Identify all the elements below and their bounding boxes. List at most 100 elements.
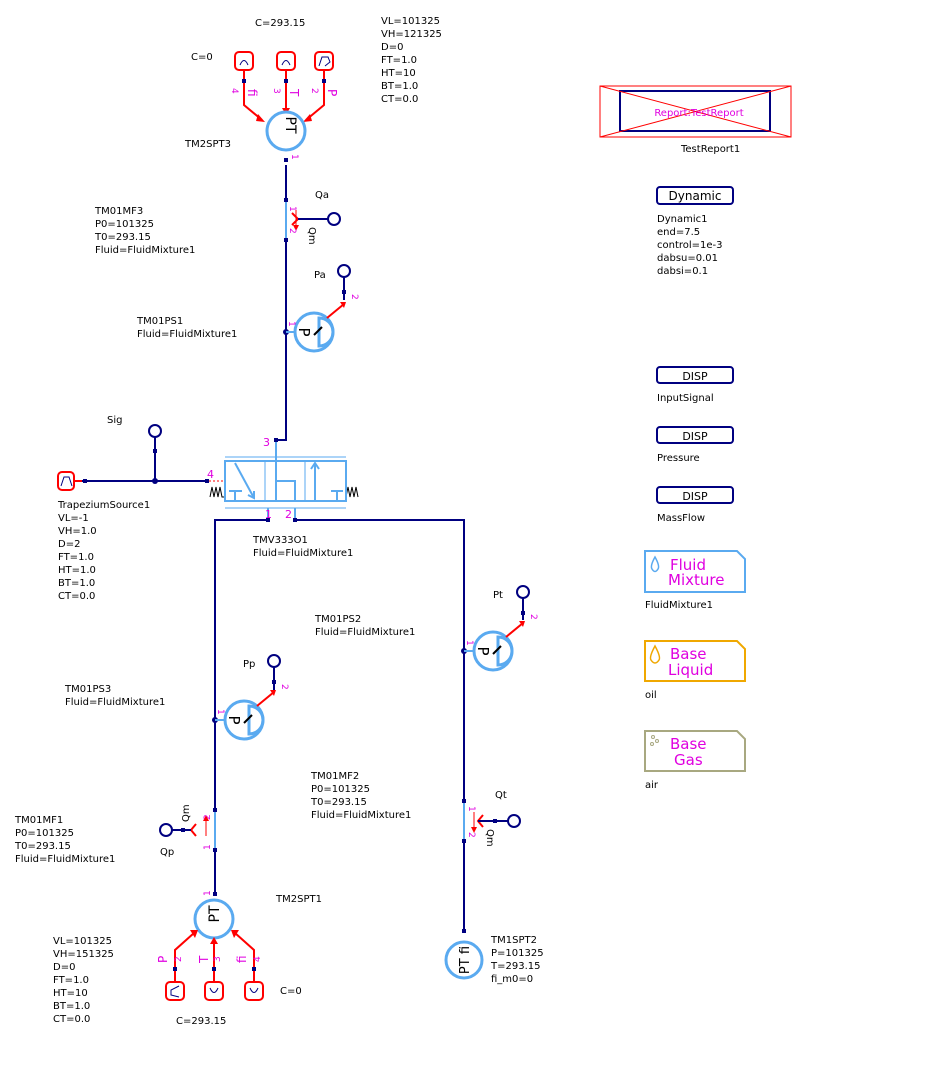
wire-valve2-down [295,519,465,930]
svg-text:TestReport1: TestReport1 [680,144,740,155]
qa-probe-icon [327,212,341,226]
svg-text:VH=121325: VH=121325 [381,29,442,40]
pa-probe-icon [337,264,351,278]
droplet-icon [650,555,660,573]
svg-text:2: 2 [309,88,319,94]
svg-text:D=0: D=0 [53,962,75,973]
display-inputsignal[interactable]: DISP InputSignal [656,366,734,404]
svg-text:C=0: C=0 [280,986,302,997]
svg-text:Fluid=FluidMixture1: Fluid=FluidMixture1 [253,548,353,559]
svg-text:dabsu=0.01: dabsu=0.01 [657,253,718,264]
trapezium-source-1[interactable]: Sig TrapeziumSource1 VL=-1 VH=1.0 D=2 FT… [57,415,162,602]
fluid-mixture-block[interactable]: Fluid Mixture FluidMixture1 [644,550,746,611]
svg-text:Gas: Gas [674,751,703,769]
svg-text:TM01PS1: TM01PS1 [136,316,183,327]
svg-text:TM01PS2: TM01PS2 [314,614,361,625]
pressure-sensor-ps1[interactable]: TM01PS1 Fluid=FluidMixture1 P Pa 2 1 [136,264,359,353]
trapezium-icon[interactable] [165,981,185,1001]
svg-text:1: 1 [203,890,213,896]
svg-text:4: 4 [229,88,239,94]
svg-text:Mixture: Mixture [668,571,724,589]
bottom-pt-sensor-group[interactable]: 1 PT TM2SPT1 2 3 4 P T fi C=0 C=293.15 [53,890,322,1027]
svg-text:VL=101325: VL=101325 [381,16,440,27]
svg-text:air: air [645,780,659,791]
wire-valve1-down [214,519,268,835]
svg-text:FT=1.0: FT=1.0 [381,55,417,66]
svg-text:VL=101325: VL=101325 [53,936,112,947]
pressure-sensor-ps3[interactable]: TM01PS3 Fluid=FluidMixture1 P Pp 2 1 [64,654,289,741]
svg-text:3: 3 [271,88,281,94]
tank-tm1spt2[interactable]: PT fi TM1SPT2 P=101325 T=293.15 fi_m0=0 [444,929,544,985]
svg-text:2: 2 [203,814,213,820]
svg-text:Fluid=FluidMixture1: Fluid=FluidMixture1 [15,854,115,865]
svg-text:Qp: Qp [160,847,174,858]
svg-text:1: 1 [287,206,297,212]
dynamic-block[interactable]: Dynamic Dynamic1 end=7.5 control=1e-3 da… [656,186,734,277]
display-massflow[interactable]: DISP MassFlow [656,486,734,524]
svg-text:P0=101325: P0=101325 [15,828,74,839]
svg-text:T: T [287,88,301,97]
svg-text:FT=1.0: FT=1.0 [53,975,89,986]
svg-text:control=1e-3: control=1e-3 [657,240,723,251]
svg-text:P0=101325: P0=101325 [95,219,154,230]
base-liquid-block[interactable]: Base Liquid oil [644,640,746,701]
svg-text:D=2: D=2 [58,539,80,550]
svg-text:Dynamic: Dynamic [669,189,722,203]
svg-text:2: 2 [349,294,359,300]
svg-text:CT=0.0: CT=0.0 [381,94,418,105]
mass-flow-sensor-mf2[interactable]: TM01MF2 P0=101325 T0=293.15 Fluid=FluidM… [310,771,521,847]
svg-text:TM01MF2: TM01MF2 [310,771,359,782]
svg-text:Pa: Pa [314,270,326,281]
svg-text:HT=10: HT=10 [381,68,416,79]
svg-text:T0=293.15: T0=293.15 [94,232,151,243]
svg-text:2: 2 [174,956,184,962]
pressure-sensor-ps2[interactable]: TM01PS2 Fluid=FluidMixture1 P Pt 2 1 [314,585,538,672]
base-gas-block[interactable]: Base Gas air [644,730,746,791]
svg-text:3: 3 [263,436,270,449]
constant-icon[interactable] [234,51,254,71]
svg-text:dabsi=0.1: dabsi=0.1 [657,266,708,277]
svg-text:TM01MF3: TM01MF3 [94,206,143,217]
droplet-icon [649,644,661,664]
svg-text:Qm: Qm [484,829,495,847]
display-pressure[interactable]: DISP Pressure [656,426,734,464]
bubbles-icon [650,735,659,746]
svg-text:VH=1.0: VH=1.0 [58,526,97,537]
svg-text:Fluid=FluidMixture1: Fluid=FluidMixture1 [95,245,195,256]
svg-text:PT fi: PT fi [458,946,473,974]
svg-text:BT=1.0: BT=1.0 [53,1001,90,1012]
valve-tmv333o1[interactable]: 4 3 1 2 TMV333O1 Fluid=FluidMixture1 [205,436,359,559]
pt-probe-icon [516,585,530,599]
dynamic-button [656,186,734,205]
report-block[interactable]: Report:TestReport TestReport1 [599,85,792,155]
top-source-P-params: VL=101325 VH=121325 D=0 FT=1.0 HT=10 BT=… [381,16,442,105]
svg-text:1: 1 [203,844,213,850]
svg-text:fi_m0=0: fi_m0=0 [491,974,533,985]
constant-icon[interactable] [244,981,264,1001]
trapezium-icon [57,471,75,491]
svg-text:DISP: DISP [682,370,708,383]
top-pt-sensor-group[interactable]: C=293.15 C=0 VL=101325 VH=121325 D=0 FT=… [184,16,442,162]
svg-text:D=0: D=0 [381,42,403,53]
fluid-wires [75,165,465,930]
mass-flow-sensor-mf3[interactable]: TM01MF3 P0=101325 T0=293.15 Fluid=FluidM… [94,190,341,256]
disp-button [656,486,734,504]
svg-text:DISP: DISP [682,490,708,503]
qp-probe-icon [159,823,173,837]
svg-text:InputSignal: InputSignal [657,393,714,404]
constant-icon[interactable] [204,981,224,1001]
svg-text:Pp: Pp [243,659,255,670]
svg-text:end=7.5: end=7.5 [657,227,700,238]
svg-text:PT: PT [207,905,223,922]
trapezium-icon[interactable] [314,51,334,71]
svg-text:Sig: Sig [107,415,122,426]
constant-icon[interactable] [276,51,296,71]
svg-text:Fluid=FluidMixture1: Fluid=FluidMixture1 [137,329,237,340]
mass-flow-sensor-mf1[interactable]: TM01MF1 P0=101325 T0=293.15 Fluid=FluidM… [14,804,217,865]
svg-text:4: 4 [253,956,263,962]
svg-text:CT=0.0: CT=0.0 [58,591,95,602]
svg-text:MassFlow: MassFlow [657,513,705,524]
svg-text:C=293.15: C=293.15 [176,1016,226,1027]
svg-text:P: P [325,89,339,96]
